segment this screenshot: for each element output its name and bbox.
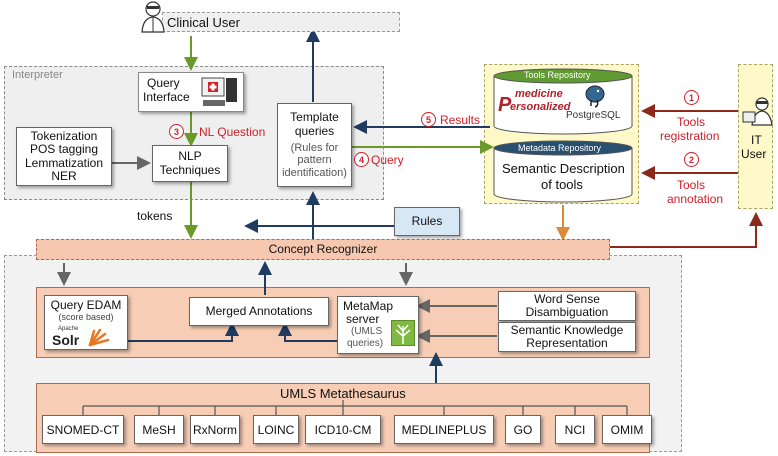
vocab-nci: NCI (555, 415, 595, 444)
clinical-user-box (162, 12, 400, 32)
tools-annotation-line2: annotation (667, 192, 724, 206)
results-label: Results (440, 113, 481, 127)
computer-icon (201, 76, 239, 108)
medicine-logo-text: medicine (515, 88, 563, 100)
tokens-label: tokens (137, 209, 173, 223)
vocab-go: GO (505, 415, 541, 444)
metamap-title-line2: server (346, 312, 380, 326)
arrow-concept-to-it-user (610, 212, 763, 248)
step-5-badge: 5 (421, 112, 436, 127)
semantic-description-line2: of tools (541, 177, 583, 192)
semantic-description-line1: Semantic Description (502, 161, 625, 176)
vocab-snomed-ct: SNOMED-CT (42, 415, 124, 444)
word-sense-line1: Word Sense (534, 291, 600, 306)
vocab-medlineplus: MEDLINEPLUS (394, 415, 494, 444)
nlp-input-ner: NER (51, 168, 77, 183)
template-rule2: pattern (297, 154, 332, 167)
apache-label: Apache (58, 326, 79, 332)
metamap-sub-line2: queries) (347, 338, 384, 349)
interpreter-label: Interpreter (12, 69, 63, 81)
rules-box: Rules (394, 207, 460, 236)
nlp-input-tokenization: Tokenization (30, 128, 98, 143)
template-queries-box: Template queries (Rules for pattern iden… (277, 103, 352, 187)
it-user-region (738, 64, 773, 209)
tools-repository-header: Tools Repository (524, 70, 591, 80)
query-interface-line1: Query (147, 76, 180, 90)
nlp-techniques-line1: NLP (178, 149, 202, 164)
nl-question-label: NL Question (199, 125, 266, 139)
template-line1: Template (290, 110, 339, 125)
word-sense-line2: Disambiguation (525, 305, 609, 319)
semantic-knowledge-line2: Representation (526, 336, 608, 350)
tools-registration-line1: Tools (677, 115, 706, 129)
postgres-elephant-icon (583, 84, 607, 108)
step-4-badge: 4 (354, 152, 369, 167)
vocab-icd10-cm: ICD10-CM (305, 415, 381, 444)
solr-logo-text: Solr (52, 332, 80, 348)
semantic-knowledge-box: Semantic Knowledge Representation (498, 322, 636, 352)
nlp-input-lemmatization: Lemmatization (24, 155, 104, 170)
it-user-avatar-icon (742, 96, 776, 126)
vocab-omim: OMIM (602, 415, 652, 444)
template-rule3: identification) (282, 166, 347, 179)
nlp-inputs-box: Tokenization POS tagging Lemmatization N… (16, 127, 112, 186)
vocab-rxnorm: RxNorm (190, 415, 240, 444)
query-edam-sub: (score based) (58, 312, 114, 323)
user-avatar-icon (140, 0, 166, 33)
step-2-badge: 2 (684, 152, 699, 167)
metamap-tree-icon (391, 320, 415, 346)
metadata-repository (492, 140, 634, 204)
vocab-loinc: LOINC (253, 415, 299, 444)
umls-title: UMLS Metathesaurus (280, 386, 406, 401)
postgres-logo-text: PostgreSQL (566, 110, 621, 121)
tools-annotation-line1: Tools (677, 178, 706, 192)
nlp-techniques-line2: Techniques (159, 162, 221, 177)
nlp-input-pos: POS tagging (29, 142, 99, 157)
metamap-sub-line1: (UMLS (351, 326, 383, 337)
metamap-title-line1: MetaMap (343, 299, 394, 313)
vocab-mesh: MeSH (134, 415, 184, 444)
step-1-badge: 1 (684, 90, 699, 105)
clinical-user-label: Clinical User (167, 15, 240, 30)
personalized-logo-text: ersonalized (510, 101, 571, 113)
template-line2: queries (294, 123, 335, 138)
concept-recognizer-bar: Concept Recognizer (36, 239, 610, 260)
query-edam-title: Query EDAM (50, 298, 122, 312)
tools-registration-line2: registration (660, 129, 720, 143)
arrow-metamap-to-merged (278, 322, 337, 342)
it-user-line2: User (741, 147, 767, 161)
solr-sun-icon (88, 327, 110, 347)
word-sense-box: Word Sense Disambiguation (498, 291, 636, 321)
query-interface-line2: Interface (143, 90, 190, 104)
query-edam-box: Query EDAM (score based) (44, 295, 128, 350)
query-label: Query (371, 153, 404, 167)
merged-annotations-box: Merged Annotations (189, 297, 329, 326)
nlp-techniques-box: NLP Techniques (152, 145, 228, 182)
template-rule1: (Rules for (290, 141, 339, 154)
arrow-solr-to-merged (128, 322, 239, 342)
semantic-knowledge-line1: Semantic Knowledge (510, 322, 624, 337)
metadata-repository-header: Metadata Repository (518, 143, 602, 153)
step-3-badge: 3 (169, 124, 184, 139)
medicine-logo-p: P (498, 94, 512, 116)
it-user-line1: IT (751, 133, 762, 147)
